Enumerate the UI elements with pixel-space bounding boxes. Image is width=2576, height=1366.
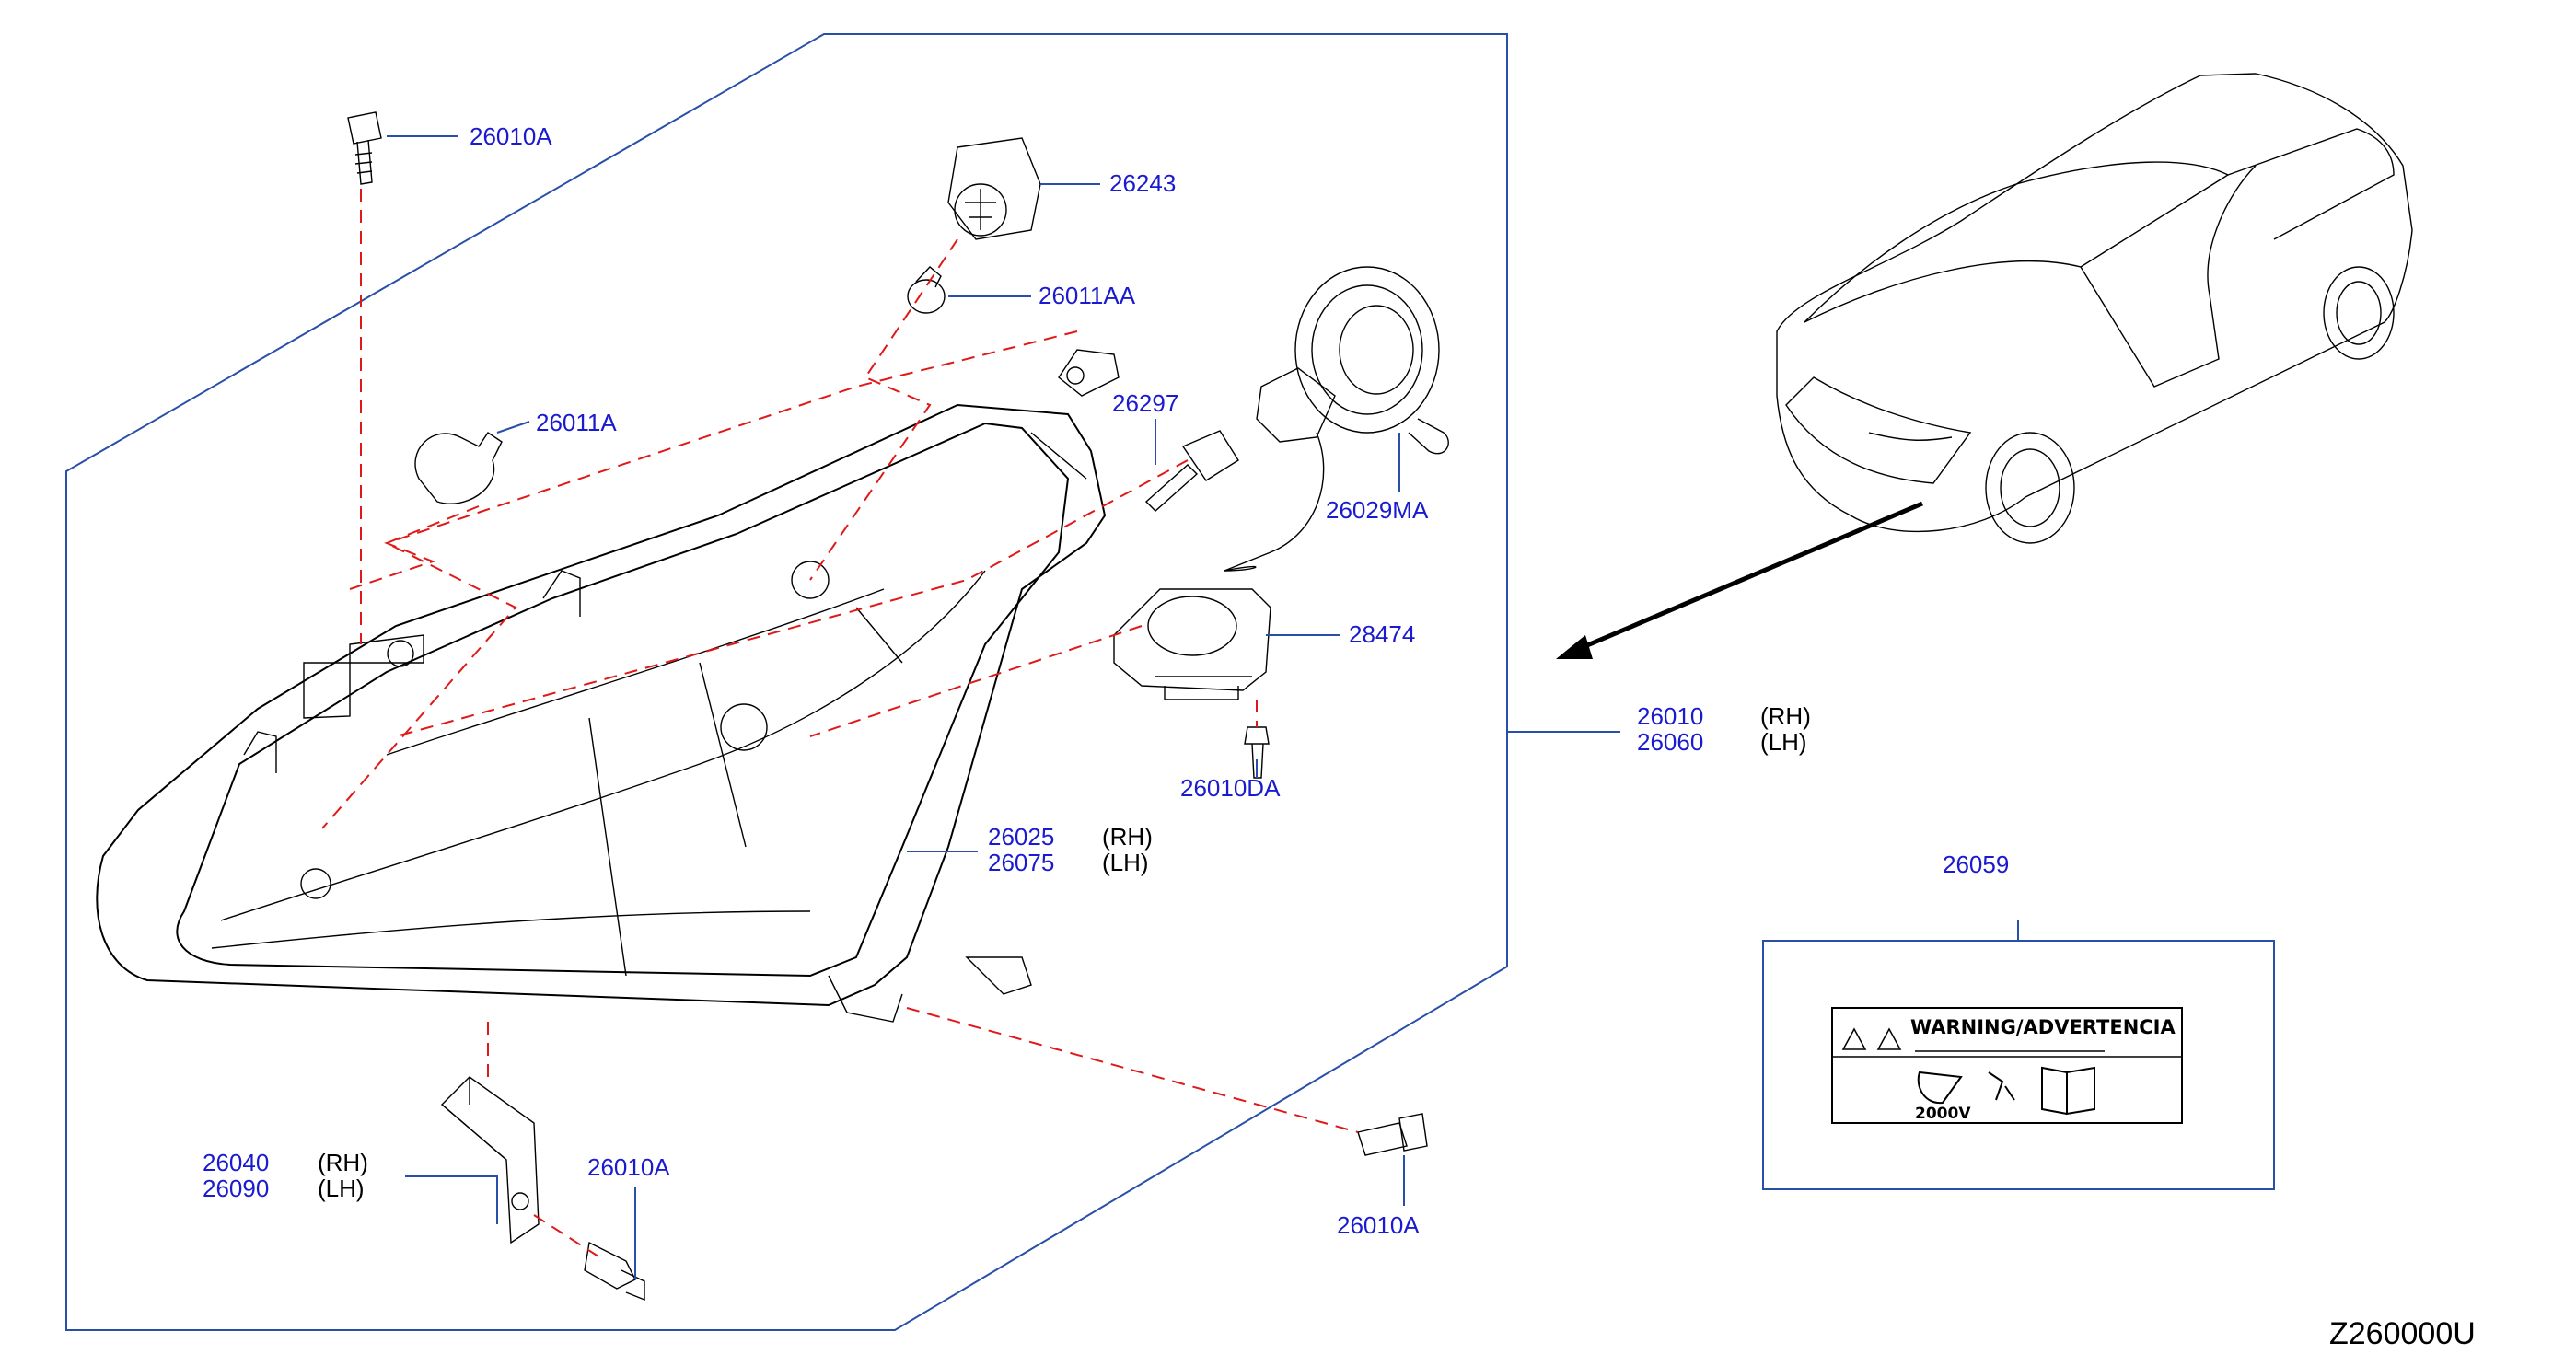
callout-ballast-screw: 26010DA <box>1180 774 1281 802</box>
callout-label-part: 26059 <box>1943 851 2009 878</box>
callout-bracket-bolt: 26010A <box>587 1153 670 1181</box>
bulb-socket <box>947 137 1041 240</box>
callout-assembly-lh: 26060 <box>1637 728 1703 756</box>
callout-hid-bulb: 26297 <box>1112 389 1178 417</box>
label-frame <box>1762 940 2275 1190</box>
warning-label-title: WARNING/ADVERTENCIA <box>1910 1016 2176 1038</box>
turn-signal-bulb <box>414 432 503 504</box>
side-bracket-rh: (RH) <box>318 1149 368 1176</box>
hid-ballast <box>1113 565 1271 700</box>
callout-small-bulb: 26011AA <box>1039 282 1136 309</box>
location-arrow <box>1556 501 1923 659</box>
side-lens-rh: (RH) <box>1102 823 1153 851</box>
callout-left-bulb: 26011A <box>536 409 617 436</box>
side-assembly-lh: (LH) <box>1760 728 1807 756</box>
side-assembly-rh: (RH) <box>1760 702 1811 730</box>
leader-lines <box>387 135 2019 1279</box>
assembly-frame <box>65 33 1508 1331</box>
callout-top-bolt: 26010A <box>470 122 552 150</box>
side-bracket-lh: (LH) <box>318 1175 365 1202</box>
headlamp-housing <box>96 349 1120 1023</box>
dust-cap <box>1224 266 1449 572</box>
warning-label-voltage: 2000V <box>1915 1105 1971 1123</box>
callout-lens-rh: 26025 <box>988 823 1054 851</box>
small-bulb <box>907 266 946 314</box>
callout-bracket-lh: 26090 <box>203 1175 269 1202</box>
callout-lens-lh: 26075 <box>988 849 1054 876</box>
right-bolt <box>1357 1113 1428 1156</box>
hid-bulb <box>1144 430 1239 512</box>
callout-cap: 26029MA <box>1326 496 1429 524</box>
dashed-guides <box>321 189 1359 1257</box>
callout-socket: 26243 <box>1109 169 1176 197</box>
bracket-bolt <box>584 1241 645 1302</box>
callout-bracket-rh: 26040 <box>203 1149 269 1176</box>
warning-label: WARNING/ADVERTENCIA 2000V <box>1831 1007 2183 1124</box>
callout-ballast: 28474 <box>1349 620 1415 648</box>
mounting-bracket <box>440 1076 540 1244</box>
callout-assembly-rh: 26010 <box>1637 702 1703 730</box>
top-bolt <box>347 111 382 185</box>
callout-right-bolt: 26010A <box>1337 1211 1420 1239</box>
side-lens-lh: (LH) <box>1102 849 1149 876</box>
car-illustration <box>1776 73 2413 544</box>
figure-code: Z260000U <box>2329 1316 2476 1351</box>
